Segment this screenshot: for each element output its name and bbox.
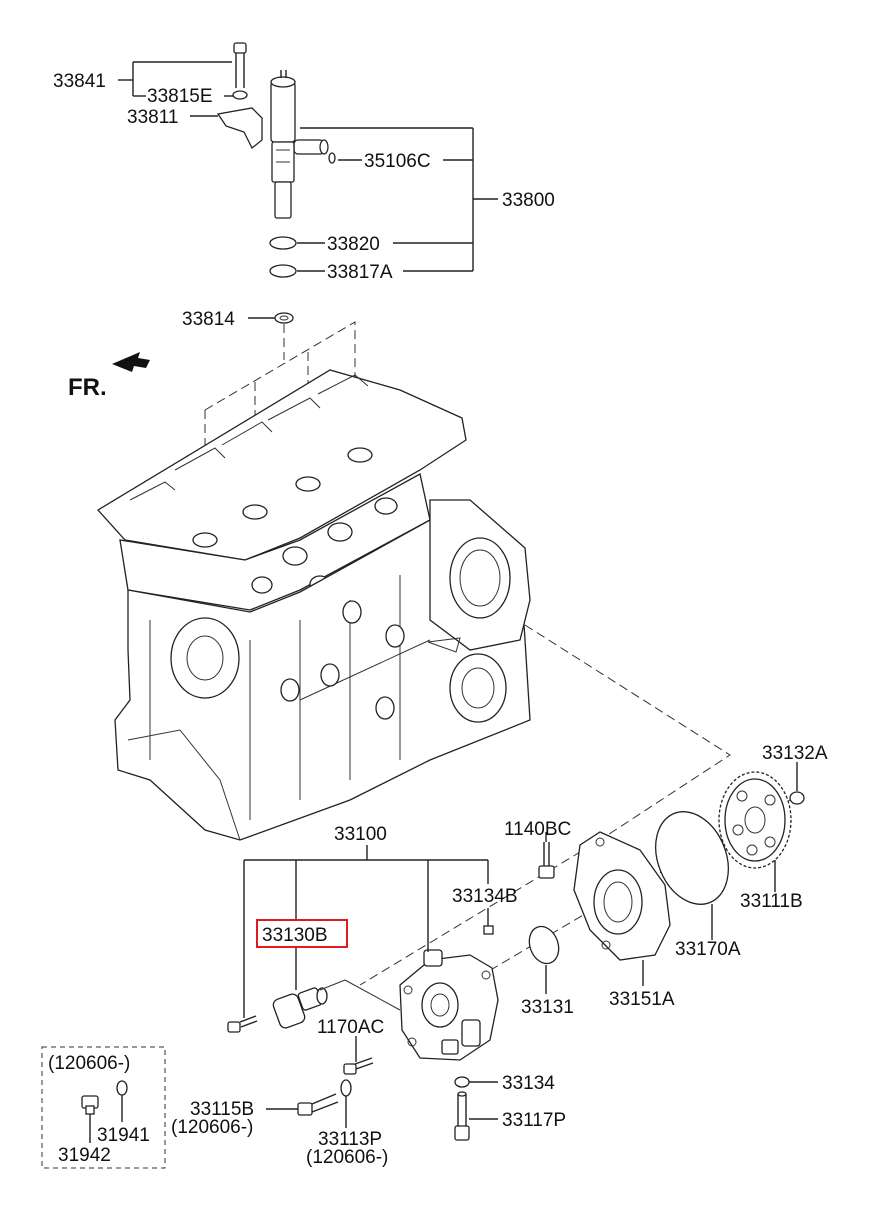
label-33113P: 33113P [318, 1129, 382, 1150]
seal-33820 [269, 236, 297, 250]
label-33817A: 33817A [327, 262, 393, 283]
plug-31942 [81, 1095, 99, 1115]
oring-33170A [655, 811, 729, 905]
label-31942: 31942 [58, 1145, 111, 1166]
oring-35106C [328, 152, 336, 164]
label-33814: 33814 [182, 309, 235, 330]
washer-33815E [232, 90, 248, 100]
engine-block [96, 321, 531, 841]
washer-33113P [340, 1079, 352, 1097]
label-1170AC: 1170AC [317, 1017, 384, 1038]
clamp-33811 [216, 107, 263, 150]
label-33841: 33841 [53, 71, 106, 92]
variant-box [41, 1046, 166, 1169]
label-33132A: 33132A [762, 743, 828, 764]
label-33151A: 33151A [609, 989, 675, 1010]
gear-33111B [718, 771, 792, 869]
label-front: FR. [68, 374, 107, 401]
label-120606-33115B: (120606-) [171, 1117, 253, 1138]
label-33130B: 33130B [262, 925, 328, 946]
washer-31941 [116, 1080, 128, 1096]
valve-33130B [272, 987, 328, 1029]
label-33117P: 33117P [502, 1110, 566, 1131]
label-33134: 33134 [502, 1073, 555, 1094]
bolt-1170AC [343, 1057, 374, 1075]
injector-33800 [270, 70, 329, 219]
plug-33134B [483, 925, 494, 935]
label-33815E: 33815E [147, 86, 213, 107]
label-120606-33113P: (120606-) [306, 1147, 388, 1168]
bolt-1140BC [538, 842, 555, 879]
part-labels: 33841 33815E 33811 35106C 33800 33820 33… [48, 71, 828, 1168]
bolt-33115B [297, 1093, 339, 1116]
label-35106C: 35106C [364, 151, 431, 172]
front-arrow-icon [112, 352, 150, 372]
pump-33100 [399, 949, 499, 1061]
bolt-33841 [233, 42, 247, 54]
nut-33132A [789, 791, 805, 805]
label-33811: 33811 [127, 107, 178, 128]
washer-33134 [454, 1076, 470, 1088]
label-120606-box: (120606-) [48, 1053, 130, 1074]
label-33800: 33800 [502, 190, 555, 211]
label-33820: 33820 [327, 234, 380, 255]
label-33170A: 33170A [675, 939, 741, 960]
housing-33151A [573, 831, 671, 961]
label-33131: 33131 [521, 997, 574, 1018]
label-31941: 31941 [97, 1125, 150, 1146]
label-33100: 33100 [334, 824, 387, 845]
seal-33817A [269, 264, 297, 278]
injector-group [118, 42, 498, 278]
bolt-33117P [454, 1091, 470, 1141]
bolt-left [227, 1015, 258, 1033]
label-33111B: 33111B [740, 891, 803, 912]
label-33134B: 33134B [452, 886, 518, 907]
label-33115B: 33115B [190, 1099, 254, 1120]
oring-33131 [528, 925, 560, 965]
washer-33814 [274, 312, 294, 324]
label-1140BC: 1140BC [504, 819, 571, 840]
highlight-33130B [256, 919, 348, 948]
